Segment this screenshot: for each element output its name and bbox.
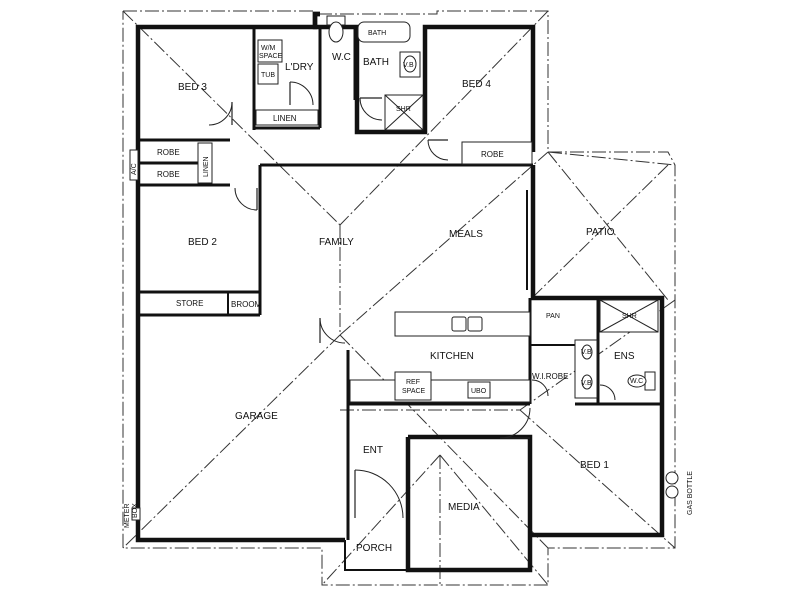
label-pan: PAN — [546, 313, 560, 320]
label-shr-ens: SHR — [622, 313, 637, 320]
label-family: FAMILY — [319, 237, 354, 248]
label-meter-box-2: BOX — [132, 503, 139, 518]
gas-bottle-1 — [665, 471, 679, 485]
meter-box — [131, 507, 141, 521]
tub-box — [257, 63, 279, 85]
label-ens: ENS — [614, 351, 635, 362]
door-bed1-arc — [499, 407, 531, 439]
roof-hip-1 — [122, 10, 341, 226]
label-linen-laundry: LINEN — [273, 114, 297, 123]
label-bed4: BED 4 — [462, 79, 491, 90]
media-wall — [405, 434, 533, 573]
ref-space-box — [394, 371, 432, 401]
linen-laundry-box — [255, 109, 319, 126]
roof-hip-13 — [339, 334, 549, 549]
label-ref-space-1: REF — [406, 379, 420, 386]
roof-hip-4 — [339, 151, 549, 336]
label-bed3: BED 3 — [178, 82, 207, 93]
label-vb-bath: V.B — [403, 62, 414, 69]
roof-outline — [122, 10, 676, 586]
label-garage: GARAGE — [235, 411, 278, 422]
door-entry-arc — [354, 469, 404, 519]
door-bed4-arc — [427, 139, 449, 161]
label-broom: BROOM — [231, 300, 262, 309]
door-garage-arc — [319, 317, 346, 344]
door-ens-arc — [599, 384, 616, 401]
wm-space-box — [257, 39, 283, 63]
shr-ens-diag-2 — [599, 299, 659, 333]
label-bed1: BED 1 — [580, 460, 609, 471]
label-kitchen: KITCHEN — [430, 351, 474, 362]
door-wir-arc — [531, 379, 549, 397]
label-ent: ENT — [363, 445, 383, 456]
basin-bath — [403, 55, 417, 73]
label-store: STORE — [176, 299, 203, 308]
label-robe-bed2: ROBE — [157, 170, 180, 179]
internal-walls — [138, 27, 662, 540]
door-bed2-arc — [234, 187, 258, 211]
label-media: MEDIA — [448, 502, 480, 513]
label-wi-robe: W.I.ROBE — [532, 372, 568, 381]
room-labels: BED 3 W/M SPACE TUB L'DRY W.C BATH BATH … — [124, 30, 694, 554]
shower-bath-diag-2 — [384, 94, 424, 131]
label-wc-main: W.C — [332, 52, 351, 63]
roof-lines — [122, 10, 676, 586]
label-laundry: L'DRY — [285, 62, 314, 73]
label-bed2: BED 2 — [188, 237, 217, 248]
linen-hall-box — [197, 142, 213, 184]
external-wall-west — [135, 11, 345, 543]
label-meals: MEALS — [449, 229, 483, 240]
door-laundry-arc — [289, 81, 314, 106]
kitchen-bench — [349, 379, 531, 403]
label-robe-bed4: ROBE — [481, 150, 504, 159]
roof-hip-7 — [529, 164, 669, 301]
roof-hip-2 — [339, 10, 549, 226]
label-tub: TUB — [261, 72, 275, 79]
label-linen-hall: LINEN — [203, 156, 210, 177]
doors — [208, 81, 616, 519]
basin-ens-2 — [581, 374, 593, 390]
bathtub — [357, 21, 411, 43]
label-bath: BATH — [363, 57, 389, 68]
ac-unit — [129, 149, 139, 181]
label-robe-bed3: ROBE — [157, 148, 180, 157]
label-gas-bottle: GAS BOTTLE — [687, 471, 694, 515]
label-meter-box-1: METER — [124, 504, 131, 529]
label-porch: PORCH — [356, 543, 392, 554]
label-wm-space-1: W/M — [261, 45, 276, 52]
label-shr-bath: SHR — [396, 106, 411, 113]
label-bath-tub: BATH — [368, 30, 386, 37]
roof-hip-6 — [547, 151, 669, 301]
fixtures — [129, 15, 679, 521]
door-bath-arc — [359, 97, 383, 121]
porch-outline — [344, 540, 408, 571]
label-vb-ens-1: V.B — [581, 349, 592, 356]
external-wall-east — [530, 165, 665, 538]
roof-hip-3 — [122, 334, 341, 549]
label-wm-space-2: SPACE — [259, 53, 283, 60]
gas-bottle-2 — [665, 485, 679, 499]
ubo-box — [467, 381, 491, 399]
label-ac: A/C — [131, 163, 138, 175]
label-patio: PATIO — [586, 227, 615, 238]
label-ref-space-2: SPACE — [402, 388, 426, 395]
label-ubo: UBO — [471, 388, 487, 395]
roof-hip-10 — [321, 454, 441, 586]
robe-bed4-box — [461, 141, 533, 165]
kitchen-sink-1 — [451, 316, 467, 332]
label-wc-ens: W.C — [630, 378, 643, 385]
label-vb-ens-2: V.B — [581, 380, 592, 387]
basin-ens-1 — [581, 344, 593, 360]
roof-hip-8 — [519, 409, 676, 549]
door-bed3-arc — [208, 101, 233, 126]
toilet-ens-bowl — [627, 374, 647, 388]
roof-hip-5 — [547, 151, 676, 166]
kitchen-sink-2 — [467, 316, 483, 332]
toilet-bowl — [328, 21, 344, 43]
